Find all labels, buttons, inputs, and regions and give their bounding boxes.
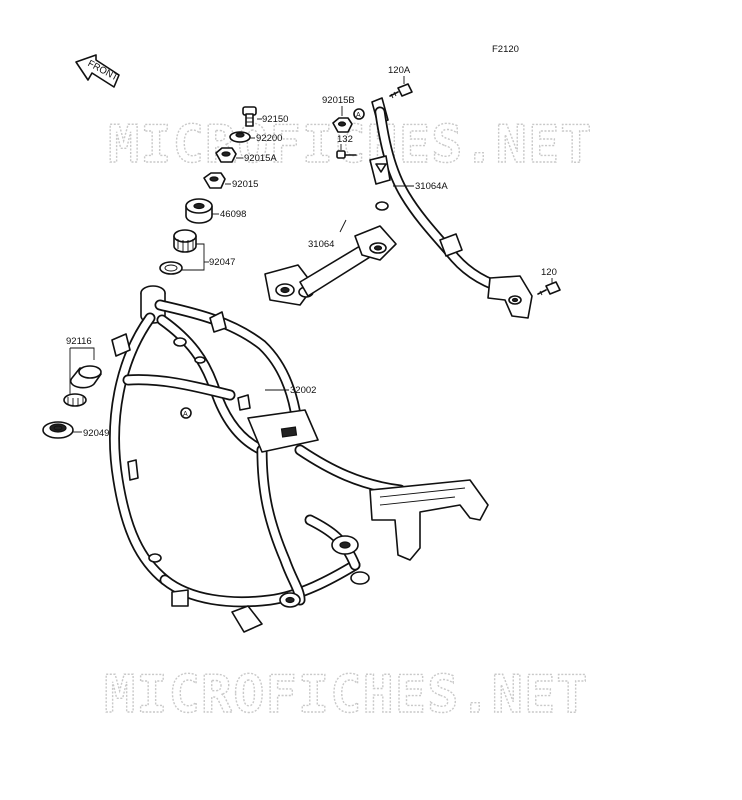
- bolt-132: [336, 150, 357, 159]
- label-92015a: 92015A: [244, 153, 277, 164]
- label-92047: 92047: [209, 257, 235, 268]
- down-tube-31064a: [369, 97, 533, 319]
- label-120: 120: [541, 267, 557, 278]
- label-92049: 92049: [83, 428, 109, 439]
- nut-92015: [203, 172, 226, 189]
- label-31064a: 31064A: [415, 181, 448, 192]
- seal-92049: [42, 421, 74, 439]
- callout-a-frame: A: [180, 407, 192, 419]
- label-92015b: 92015B: [322, 95, 355, 106]
- svg-text:A: A: [183, 411, 188, 418]
- label-31064: 31064: [308, 239, 334, 250]
- bearing-92116: [63, 365, 102, 407]
- bolt-120: [537, 281, 561, 296]
- label-92015: 92015: [232, 179, 258, 190]
- spacer-46098: [185, 198, 213, 224]
- front-arrow-icon: FRONT: [75, 54, 120, 88]
- nut-92015b: [332, 117, 353, 133]
- label-92150: 92150: [262, 114, 288, 125]
- label-92200: 92200: [256, 133, 282, 144]
- bolt-92150: [242, 106, 257, 127]
- label-132: 132: [337, 134, 353, 145]
- label-32002: 32002: [290, 385, 316, 396]
- callout-a-bracket: [375, 163, 387, 173]
- label-92116: 92116: [66, 336, 92, 347]
- label-120a: 120A: [388, 65, 411, 76]
- label-46098: 46098: [220, 209, 246, 220]
- callout-a-top: A: [353, 108, 365, 120]
- diagram-code: F2120: [492, 44, 519, 55]
- nut-92015a: [215, 147, 237, 163]
- frame-32002: [109, 285, 489, 633]
- bolt-120a: [389, 83, 413, 99]
- bearing-92047: [159, 229, 197, 275]
- svg-text:A: A: [356, 112, 361, 119]
- watermark-bottom: MICROFICHES.NET: [104, 665, 589, 725]
- cross-member-31064: [264, 225, 397, 306]
- washer-92200: [229, 131, 251, 143]
